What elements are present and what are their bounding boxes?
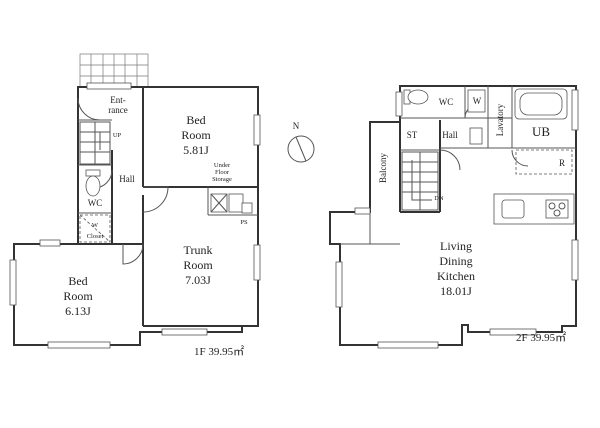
storage-r [515,149,573,175]
st-label: ST [407,130,418,140]
ub-label: UB [532,124,550,139]
floor-1-windows [9,82,261,349]
floor-2-windows [335,89,579,349]
entrance-label: Ent-rance [108,95,127,115]
floor-2-plan: WC W Lavatory UB ST Hall R Balcony DN Li… [329,85,579,349]
floor-1-staircase [79,121,111,165]
floor-2-staircase [401,151,439,211]
floor-2-outer-wall [329,85,577,346]
hall-1f-label: Hall [119,174,135,184]
up-label: UP [113,132,122,139]
r-label: R [559,158,565,168]
lavatory-label: Lavatory [495,103,505,136]
washer-label: W [473,96,482,106]
floor-1-closet [79,214,111,243]
bathtub [514,88,568,120]
st-shelf [469,127,483,145]
floor-1-storage [210,193,253,214]
floor-1-area-label: 1F 39.95㎡ [194,345,244,358]
ps-label: PS [240,219,248,226]
compass-north-label: N [293,121,300,131]
north-compass: N [287,121,315,163]
floor-2-interior-walls [340,86,576,245]
hall-2f-label: Hall [442,130,458,140]
wc-1f-label: WC [88,198,103,208]
balcony-label: Balcony [378,153,388,183]
washer-box [467,89,486,113]
kitchen-counter [493,193,575,225]
floor-1-interior-walls [78,87,258,327]
floor-2-toilet [403,89,429,105]
floor-1-doors [77,97,169,265]
wc-2f-label: WC [439,97,454,107]
floor-2-area-label: 2F 39.95㎡ [516,331,566,344]
floor-1-outer-wall [13,86,259,346]
floor-1-toilet [85,169,101,197]
dn-label: DN [434,195,444,202]
entrance-tiles [79,53,149,88]
